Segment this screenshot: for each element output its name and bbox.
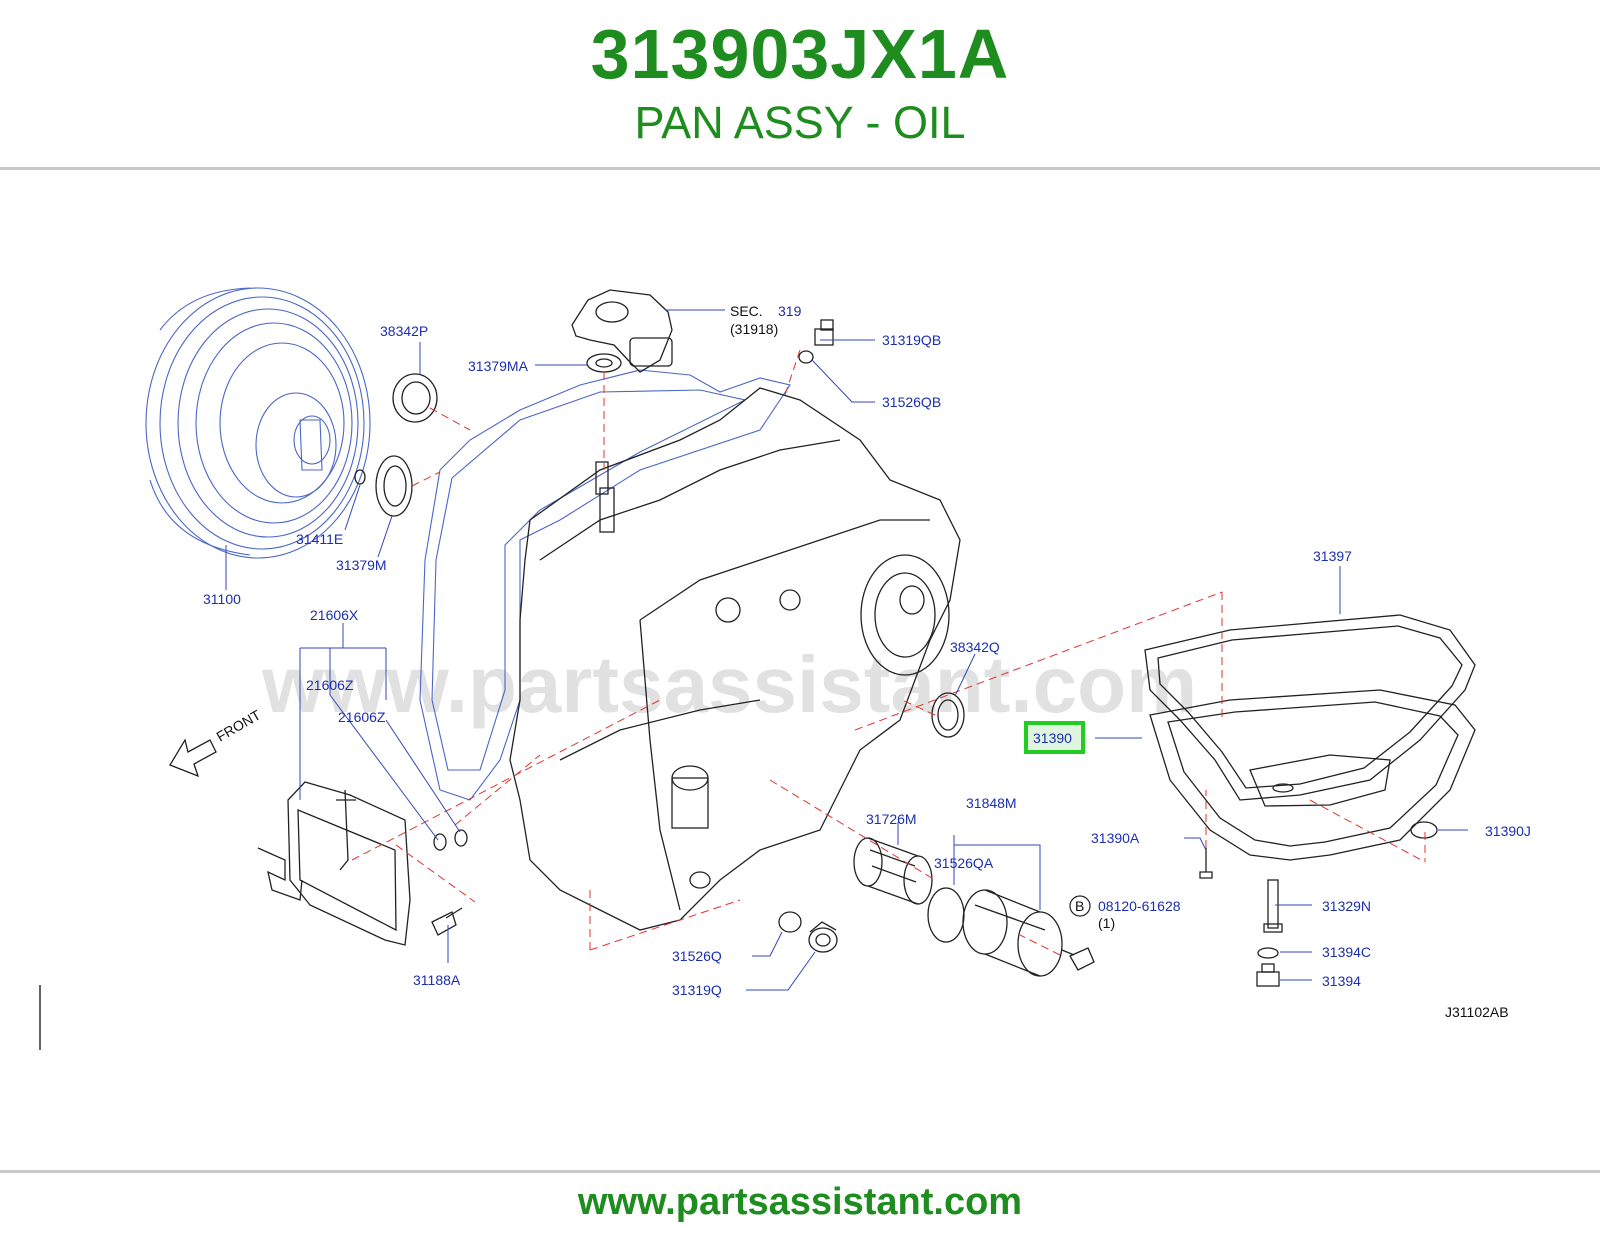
oil-seal-38342P[interactable] (392, 373, 438, 423)
transmission-case[interactable] (419, 369, 961, 931)
callout-31379M[interactable]: 31379M (336, 557, 387, 573)
callout-labels: 38342P 31379MA SEC. 319 (31918) 31319QB … (203, 303, 1531, 1020)
sec-sub-label: (31918) (730, 321, 778, 337)
callout-31390J[interactable]: 31390J (1485, 823, 1531, 839)
o-ring-31526QA[interactable] (927, 887, 965, 943)
callout-31411E[interactable]: 31411E (296, 531, 343, 547)
callout-31390[interactable]: 31390 (1033, 730, 1072, 746)
callout-31526QA[interactable]: 31526QA (934, 855, 994, 871)
o-ring-31411E[interactable] (354, 469, 366, 485)
oil-cooler[interactable] (257, 781, 411, 946)
bolt-quantity: (1) (1098, 915, 1115, 931)
torque-converter[interactable] (145, 287, 371, 559)
callout-31394[interactable]: 31394 (1322, 973, 1361, 989)
bolt-symbol-circle (1069, 895, 1091, 917)
bolt-symbol: B (1075, 898, 1084, 914)
oil-seal-31379M[interactable] (375, 455, 413, 517)
bolt-31390A[interactable] (1199, 848, 1213, 879)
highlight-box-31390[interactable] (1024, 721, 1085, 754)
front-label: FRONT (214, 706, 264, 744)
callout-31397[interactable]: 31397 (1313, 548, 1352, 564)
callout-38342Q[interactable]: 38342Q (950, 639, 1000, 655)
oil-pan-31390[interactable] (1149, 689, 1476, 861)
part-number-title: 313903JX1A (590, 15, 1010, 93)
range-sensor-sec-319[interactable] (571, 289, 673, 373)
callout-31726M[interactable]: 31726M (866, 811, 917, 827)
o-rings-21606Z[interactable] (433, 829, 468, 851)
washer-31390J[interactable] (1410, 821, 1438, 839)
oil-filter-31726M[interactable] (853, 837, 933, 905)
bolt-08120-61628[interactable] (1061, 947, 1095, 971)
oil-filter-cartridge-31848M[interactable] (962, 889, 1063, 977)
gasket-31394C[interactable] (1257, 947, 1279, 959)
part-name-subtitle: PAN ASSY - OIL (634, 97, 966, 148)
stud-31329N[interactable] (1263, 879, 1283, 933)
callout-38342P[interactable]: 38342P (380, 323, 428, 339)
callout-31394C[interactable]: 31394C (1322, 944, 1371, 960)
front-direction-arrow: FRONT (169, 706, 264, 778)
callout-21606X[interactable]: 21606X (310, 607, 359, 623)
oil-seal-38342Q[interactable] (931, 692, 965, 738)
plug-31319QB[interactable] (814, 319, 834, 346)
callout-21606Z-a[interactable]: 21606Z (306, 677, 354, 693)
washer-31379MA[interactable] (586, 353, 622, 373)
gasket-31526QB[interactable] (798, 350, 814, 364)
header-divider (0, 167, 1600, 170)
callout-31526Q[interactable]: 31526Q (672, 948, 722, 964)
callout-31100[interactable]: 31100 (203, 591, 241, 607)
drain-plug-31394[interactable] (1256, 963, 1280, 987)
callout-31319QB[interactable]: 31319QB (882, 332, 941, 348)
bolt-31188A[interactable] (431, 907, 463, 936)
callout-31390A[interactable]: 31390A (1091, 830, 1140, 846)
callout-08120-61628[interactable]: 08120-61628 (1098, 898, 1181, 914)
callout-31188A[interactable]: 31188A (413, 972, 461, 988)
diagram-code: J31102AB (1445, 1004, 1509, 1020)
callout-31329N[interactable]: 31329N (1322, 898, 1371, 914)
watermark: www.partsassistant.com (261, 640, 1197, 729)
callout-31526QB[interactable]: 31526QB (882, 394, 941, 410)
sec-label: SEC. (730, 303, 763, 319)
footer-divider (0, 1170, 1600, 1173)
assembly-lines (351, 349, 1426, 956)
footer-site-url[interactable]: www.partsassistant.com (577, 1181, 1023, 1223)
leader-lines (225, 309, 1468, 991)
washer-31526Q[interactable] (778, 911, 802, 933)
callout-31319Q[interactable]: 31319Q (672, 982, 722, 998)
page-header: 313903JX1A PAN ASSY - OIL (0, 0, 1600, 170)
callout-31379MA[interactable]: 31379MA (468, 358, 529, 374)
callout-21606Z-b[interactable]: 21606Z (338, 709, 386, 725)
callout-31848M[interactable]: 31848M (966, 795, 1017, 811)
sec-number[interactable]: 319 (778, 303, 802, 319)
plug-31319Q[interactable] (808, 921, 838, 953)
